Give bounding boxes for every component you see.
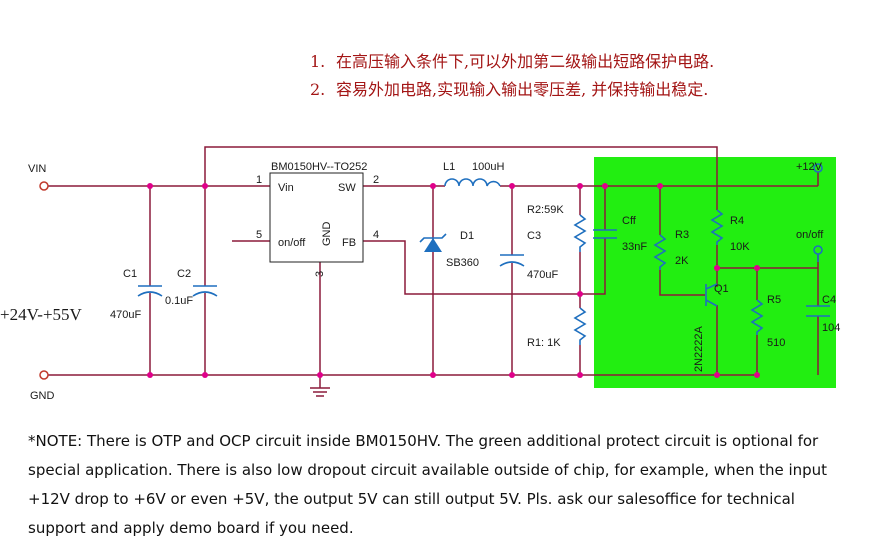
vin-label: VIN: [28, 163, 46, 175]
transistor-q1: [705, 283, 718, 307]
onoff-label: on/off: [796, 229, 824, 241]
c4-value: 104: [822, 322, 840, 334]
wires: [48, 146, 819, 388]
r1-label: R1: 1K: [527, 337, 561, 349]
q1-part: 2N2222A: [693, 325, 705, 372]
pin3-label: 3: [314, 271, 326, 277]
capacitor-c2: [192, 285, 218, 297]
r4-value: 10K: [730, 241, 750, 253]
r5-label: R5: [767, 294, 781, 306]
inductor-l1: [444, 178, 501, 187]
note-2: 2.容易外加电路,实现输入输出零压差, 并保持输出稳定.: [310, 80, 709, 99]
output-label: +12V: [796, 161, 823, 173]
c3-value: 470uF: [527, 269, 558, 281]
r2-label: R2:59K: [527, 204, 564, 216]
gnd-terminal: [39, 370, 49, 380]
input-range-label: +24V-+55V: [0, 305, 83, 324]
footer-note: *NOTE: There is OTP and OCP circuit insi…: [28, 432, 828, 537]
capacitor-cff: [593, 229, 617, 239]
c1-label: C1: [123, 268, 137, 280]
c3-label: C3: [527, 230, 541, 242]
protect-circuit-area: [594, 157, 836, 388]
pin-vin-label: Vin: [278, 182, 294, 194]
pin-gnd-label: GND: [321, 222, 333, 247]
ground-icon: [310, 387, 330, 397]
onoff-switch: [813, 245, 823, 262]
pin5-label: 5: [256, 229, 262, 241]
c2-value: 0.1uF: [165, 295, 193, 307]
resistor-r3: [653, 234, 667, 270]
resistor-r2: [573, 214, 587, 252]
resistor-r5: [750, 299, 764, 335]
pin1-label: 1: [256, 174, 262, 186]
c4-label: C4: [822, 294, 836, 306]
q1-label: Q1: [714, 283, 729, 295]
r3-label: R3: [675, 229, 689, 241]
notes-list: 1.在高压输入条件下,可以外加第二级输出短路保护电路. 2.容易外加电路,实现输…: [310, 48, 714, 104]
l1-label: L1: [443, 161, 455, 173]
pin-onoff-label: on/off: [278, 237, 306, 249]
capacitor-c3: [499, 254, 525, 267]
pin4-label: 4: [373, 229, 379, 241]
junction-nodes: [147, 183, 760, 378]
c2-label: C2: [177, 268, 191, 280]
gnd-label: GND: [30, 390, 55, 402]
l1-value: 100uH: [472, 161, 504, 173]
note-1: 1.在高压输入条件下,可以外加第二级输出短路保护电路.: [310, 52, 715, 71]
d1-label: D1: [460, 230, 474, 242]
resistor-r4: [710, 209, 724, 245]
capacitor-c4: [806, 305, 830, 317]
pin-fb-label: FB: [342, 237, 356, 249]
cff-label: Cff: [622, 215, 637, 227]
r3-value: 2K: [675, 255, 689, 267]
ic-name: BM0150HV--TO252: [271, 161, 367, 173]
ic-bm0150hv: [269, 172, 364, 263]
vin-terminal: [39, 181, 49, 191]
r4-label: R4: [730, 215, 744, 227]
diode-d1: [419, 233, 447, 252]
cff-value: 33nF: [622, 241, 647, 253]
r5-value: 510: [767, 337, 785, 349]
d1-value: SB360: [446, 257, 479, 269]
output-terminal: [813, 163, 823, 173]
pin-sw-label: SW: [338, 182, 356, 194]
c1-value: 470uF: [110, 309, 141, 321]
capacitor-c1: [137, 285, 163, 297]
pin2-label: 2: [373, 174, 379, 186]
resistor-r1: [573, 307, 587, 345]
